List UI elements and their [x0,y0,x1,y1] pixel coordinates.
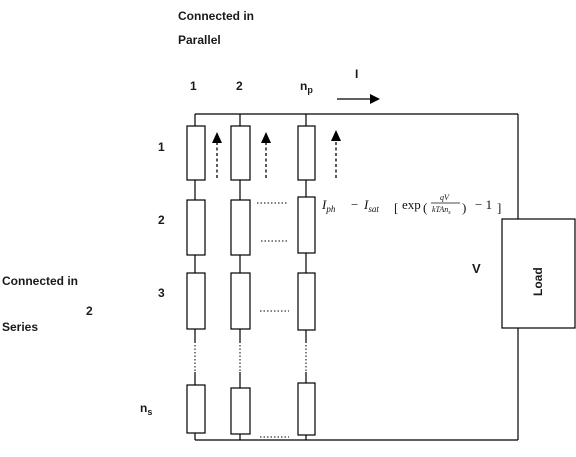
column-1-string [186,114,206,440]
series-heading-line2: Series [2,320,38,334]
column-label-1: 1 [190,79,197,93]
formula-numerator: qV [440,193,450,202]
column-label-2: 2 [236,79,243,93]
row-label-ns: ns [140,401,152,417]
parallel-heading-line1: Connected in [178,9,254,23]
cell-r3-c2 [230,272,251,330]
formula-minus: − [351,197,358,212]
formula-paren-close: ) [462,200,466,215]
cell-rn-cnp [297,382,316,436]
cell-r3-cnp [297,272,316,331]
photocurrent-arrow-c1 [212,132,222,178]
formula-exp: exp [402,197,421,212]
cell-rn-c2 [230,387,251,435]
current-label: I [355,67,358,81]
current-arrow-head [370,94,380,104]
column-label-np: np [300,79,313,95]
column-np-string [297,114,316,440]
formula-iph: Iph [321,197,336,214]
formula-minus-one: − 1 [475,197,492,212]
column-2-string [230,114,251,440]
voltage-label: V [472,261,481,276]
cell-r1-c2 [230,125,251,181]
formula-paren-open: ( [423,200,427,215]
formula-denominator: kTAns [432,205,451,216]
photocurrent-arrow-c2 [261,132,271,178]
load-box [501,218,576,329]
cell-r1-cnp [297,125,316,181]
cell-r3-c1 [186,272,206,330]
parallel-heading-line2: Parallel [178,33,221,47]
load-label: Load [531,267,545,296]
formula-bracket-open: [ [394,200,398,215]
cell-r1-c1 [186,125,206,181]
row-label-2: 2 [158,213,165,227]
row-label-3: 3 [158,286,165,300]
formula-bracket-close: ] [497,200,501,215]
cell-current-formula: Iph − Isat [ exp ( qV kTAns ) − 1 ] [321,193,501,216]
series-heading-line1: Connected in [2,274,78,288]
formula-isat: Isat [363,197,379,214]
photocurrent-arrow-cnp [331,130,341,178]
cell-r2-c2 [230,199,251,256]
cell-r2-c1 [186,199,206,256]
cell-rn-c1 [186,384,206,434]
series-stray-digit: 2 [86,304,93,318]
cell-r2-cnp [297,196,316,254]
row-label-1: 1 [158,140,165,154]
